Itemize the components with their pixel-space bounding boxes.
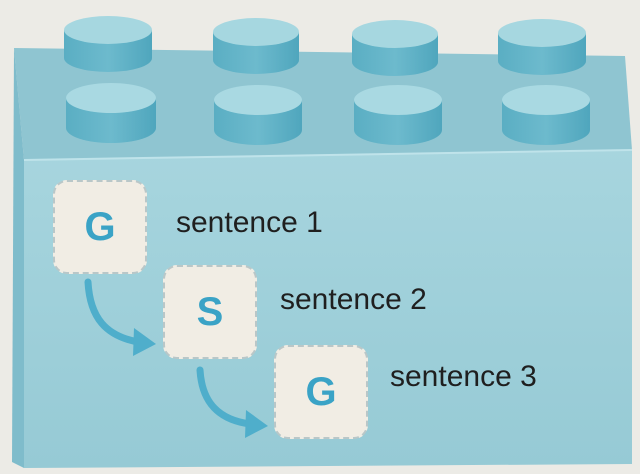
brick-side-edge — [12, 48, 24, 468]
step-tile-1: G — [53, 180, 147, 274]
stud — [498, 19, 586, 75]
stud — [352, 20, 438, 76]
brick-edge-line — [23, 149, 633, 161]
sentence-label-3: sentence 3 — [390, 360, 537, 393]
tile-letter: G — [84, 205, 116, 249]
stud — [354, 85, 442, 145]
stud — [64, 16, 152, 72]
arrow-step-1-to-2 — [84, 278, 156, 356]
stud — [502, 85, 590, 145]
stud — [66, 83, 156, 143]
arrow-step-2-to-3 — [196, 366, 268, 438]
tile-letter: G — [305, 370, 337, 414]
sentence-label-2: sentence 2 — [280, 283, 427, 316]
sentence-label-1: sentence 1 — [176, 206, 323, 239]
tile-letter: S — [196, 290, 224, 334]
step-tile-2: S — [163, 265, 257, 359]
stud — [213, 18, 299, 74]
brick-face — [24, 150, 632, 468]
brick-top — [14, 48, 632, 160]
stud — [214, 85, 302, 145]
step-tile-3: G — [274, 345, 368, 439]
